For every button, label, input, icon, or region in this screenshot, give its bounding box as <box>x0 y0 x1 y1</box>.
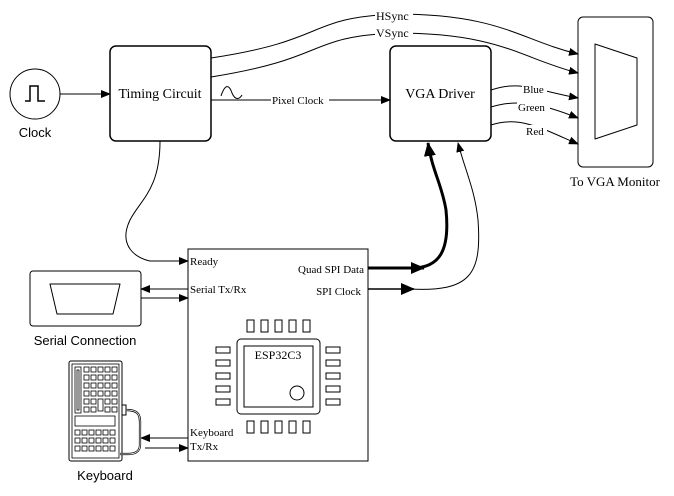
vga-monitor-label: To VGA Monitor <box>570 174 661 189</box>
blue-label: Blue <box>523 84 544 96</box>
vga-monitor-node: To VGA Monitor <box>570 16 661 189</box>
green-label-bg <box>517 101 550 113</box>
blue-label-bg <box>522 83 547 95</box>
red-label: Red <box>526 126 544 138</box>
spi-clock-label: SPI Clock <box>316 286 361 298</box>
red-label-bg <box>525 125 547 137</box>
chip-pins-top <box>246 319 311 333</box>
keyboard-node: Keyboard <box>68 360 142 483</box>
timing-circuit-label: Timing Circuit <box>118 87 201 102</box>
mcu-label: ESP32C3 <box>255 348 302 362</box>
keyboard-keys-icon <box>74 366 118 452</box>
quad-spi-line <box>368 142 449 270</box>
vga-port-icon <box>594 43 638 140</box>
keyboard-label: Keyboard <box>77 468 133 483</box>
ready-line <box>125 140 189 265</box>
keyboard-cable-plug <box>122 404 127 416</box>
ready-label: Ready <box>190 256 219 268</box>
green-label: Green <box>518 102 545 114</box>
esp32c3-chip: ESP32C3 <box>215 319 341 434</box>
sine-wave-icon <box>220 86 243 99</box>
vga-driver-label: VGA Driver <box>405 87 475 102</box>
hsync-label-bg <box>375 9 413 21</box>
hsync-label: HSync <box>376 9 409 23</box>
keyboard-txrx-label-2: Tx/Rx <box>190 441 219 453</box>
clock-node: Clock <box>9 68 61 140</box>
chip-pins-bottom <box>246 420 311 434</box>
keyboard-txrx-label-1: Keyboard <box>190 427 234 439</box>
square-wave-icon <box>25 85 45 102</box>
keyboard-cable-inner <box>120 409 141 455</box>
serial-connection-label: Serial Connection <box>34 333 137 348</box>
vsync-label-bg <box>375 27 413 39</box>
keyboard-cable <box>120 408 142 456</box>
chip-pins-right <box>325 346 341 406</box>
quad-spi-label: Quad SPI Data <box>298 264 364 276</box>
serial-connection-node: Serial Connection <box>29 270 142 348</box>
vga-driver-node: VGA Driver <box>389 45 492 142</box>
vsync-label: VSync <box>376 26 409 40</box>
spi-clock-line <box>368 142 480 290</box>
timing-circuit-node: Timing Circuit <box>109 45 212 142</box>
chip-pins-left <box>215 346 231 406</box>
clock-label: Clock <box>19 125 52 140</box>
serial-txrx-label: Serial Tx/Rx <box>190 284 247 296</box>
pixel-clock-label-bg <box>271 94 329 106</box>
db9-port-icon <box>49 283 121 315</box>
pixel-clock-label: Pixel Clock <box>272 95 324 107</box>
